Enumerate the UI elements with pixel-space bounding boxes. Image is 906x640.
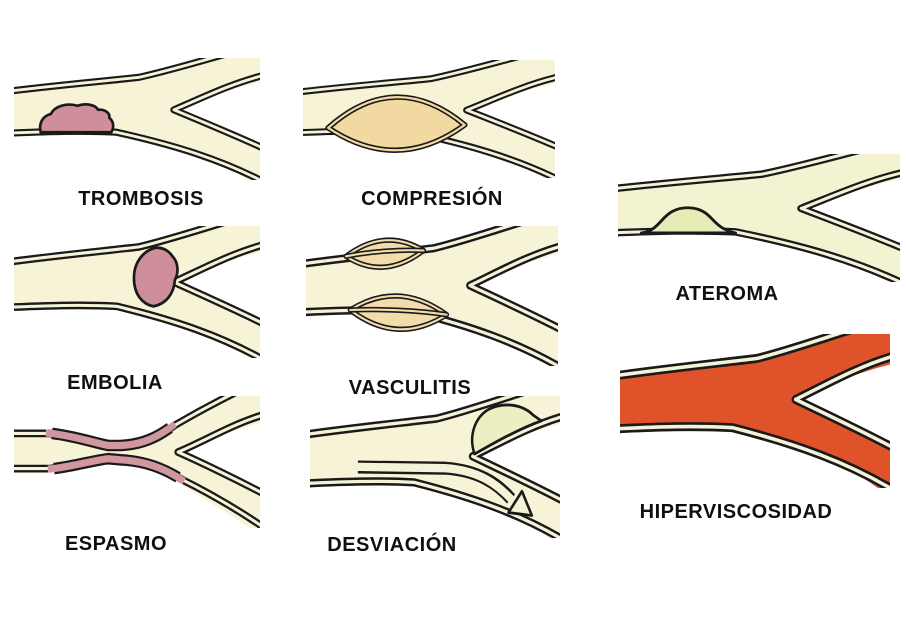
figure-desviacion [310,396,560,538]
label-vasculitis: VASCULITIS [348,377,472,399]
label-espasmo: ESPASMO [64,533,168,555]
atheroma-plaque [639,206,738,235]
label-embolia: EMBOLIA [67,372,163,394]
hiperviscosidad-vessel-art [620,334,890,488]
ateroma-vessel-art [618,154,900,282]
thrombus-shape [38,103,115,134]
vessel-walls [620,334,890,488]
trombosis-vessel-art [14,58,260,180]
label-trombosis: TROMBOSIS [78,188,204,210]
vasculitis-vessel-art [306,226,558,366]
vasculitis-swelling-top [343,237,427,270]
spasm-band-top [45,421,177,452]
embolus-shape [132,246,179,308]
label-ateroma: ATEROMA [675,283,779,305]
figure-espasmo [14,396,260,528]
label-hiperviscosidad: HIPERVISCOSIDAD [639,501,833,523]
vessel-walls [310,396,560,538]
vessel-walls [14,58,260,180]
deviation-plaque [470,403,543,456]
figure-embolia [14,226,260,358]
figure-compresion [303,60,555,178]
vasculitis-swelling-bottom [347,293,450,333]
flow-arrow [352,460,534,517]
vessel-walls [14,226,260,358]
vessel-lumen [14,58,260,180]
desviacion-vessel-art [310,396,560,538]
vessel-lumen [14,396,260,528]
embolia-vessel-art [14,226,260,358]
figure-trombosis [14,58,260,180]
figure-hiperviscosidad [620,334,890,488]
vessel-lumen [618,154,900,282]
figure-ateroma [618,154,900,282]
compresion-vessel-art [303,60,555,178]
compression-mass [325,94,468,153]
espasmo-vessel-art [14,396,260,528]
figure-vasculitis [306,226,558,366]
vessel-lumen-blood [620,334,890,488]
spasm-band-bottom [47,452,186,485]
label-desviacion: DESVIACIÓN [327,534,457,556]
label-compresion: COMPRESIÓN [361,188,503,210]
